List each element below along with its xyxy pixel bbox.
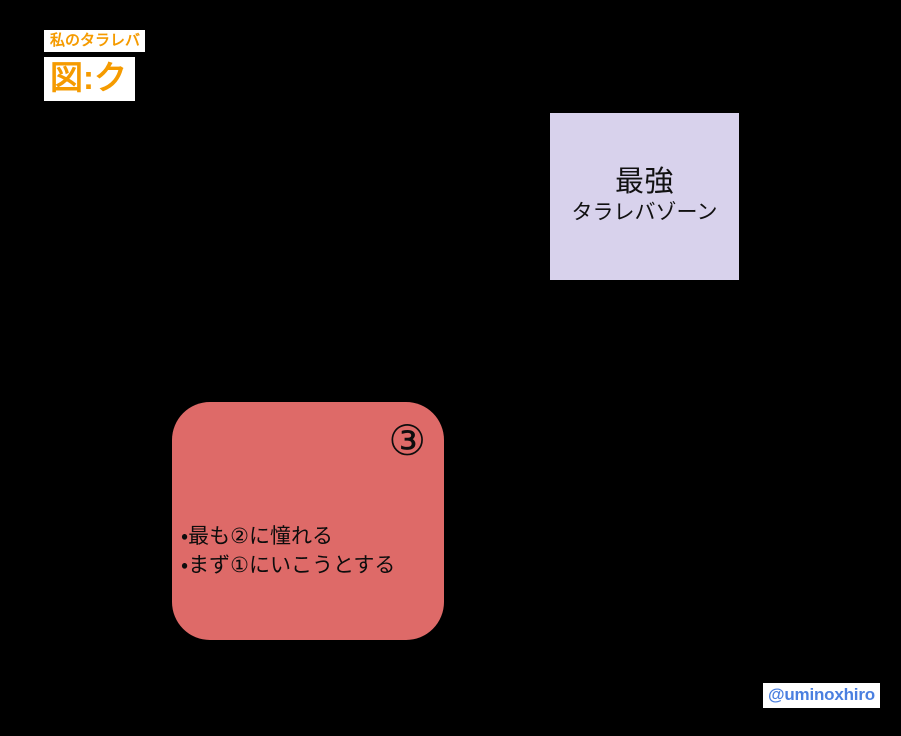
card-bullet-list: ・最も②に憧れる ・まず①にいこうとする <box>181 523 438 580</box>
watermark-handle: @uminoxhiro <box>763 683 880 709</box>
card-bullet-item: ・最も②に憧れる <box>181 525 333 548</box>
zone-box-subtitle: タラレバゾーン <box>571 201 718 225</box>
caption-block: 私のタラレバ 図:ク <box>44 30 146 101</box>
caption-series-label: 私のタラレバ <box>44 30 146 52</box>
zone-box-title: 最強 <box>614 165 674 198</box>
circled-number-three-icon: ③ <box>388 417 426 464</box>
card-bullet-item: ・まず①にいこうとする <box>181 553 396 577</box>
zone-box: 最強 タラレバゾーン <box>550 113 739 280</box>
red-card: ③ ・最も②に憧れる ・まず①にいこうとする <box>172 402 444 640</box>
caption-figure-label: 図:ク <box>44 56 135 101</box>
